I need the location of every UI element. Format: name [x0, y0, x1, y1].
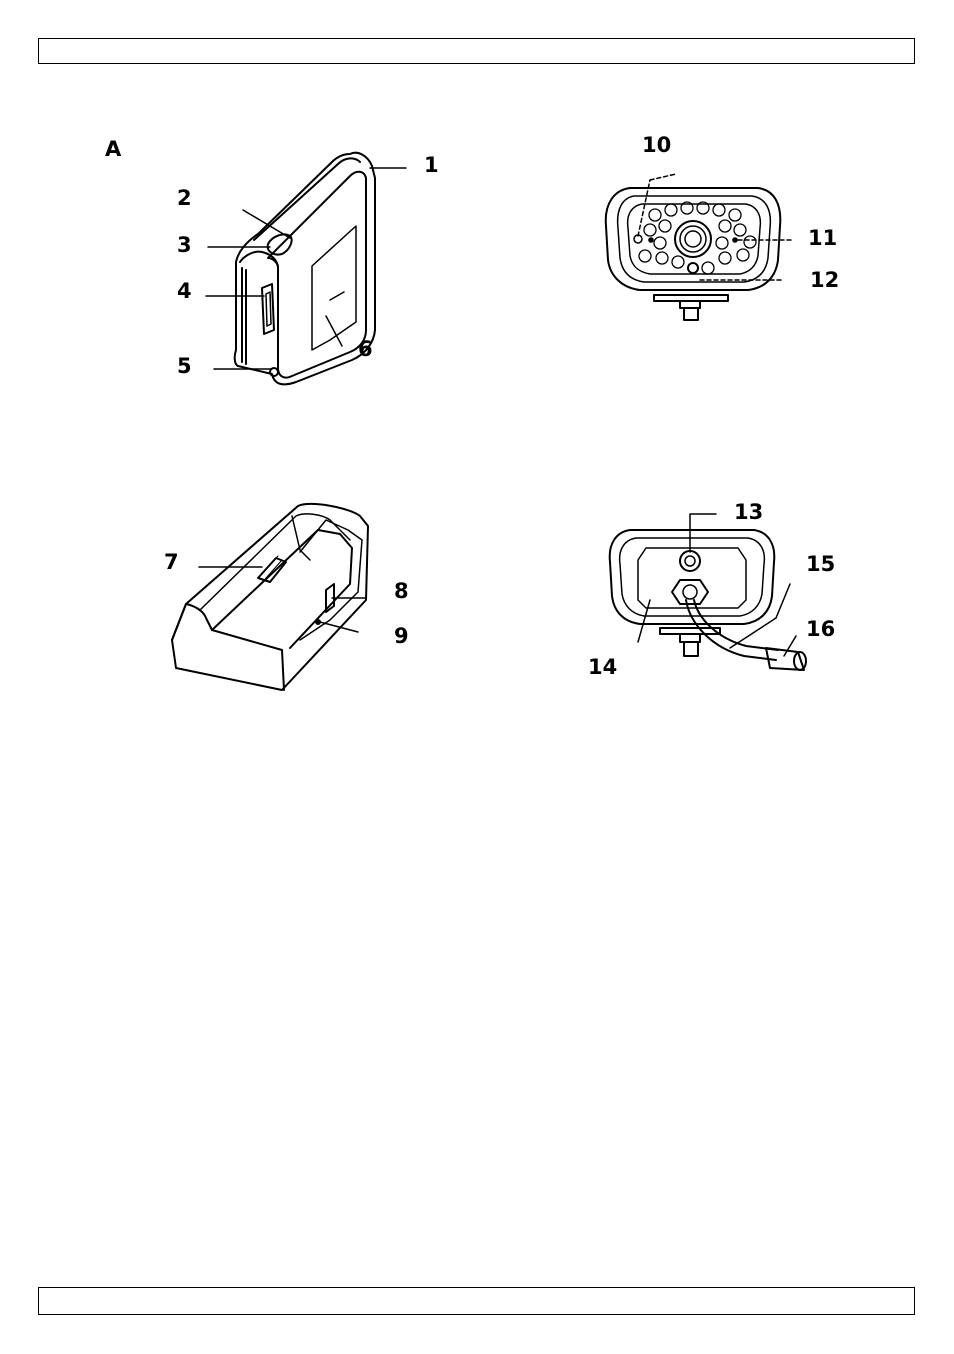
camera-back-illustration: [610, 530, 806, 670]
callout-13: 13: [734, 500, 763, 524]
camera-front-illustration: [606, 188, 781, 320]
callout-15: 15: [806, 552, 835, 576]
callout-16: 16: [806, 617, 835, 641]
callout-3: 3: [177, 233, 192, 257]
callout-7: 7: [164, 550, 179, 574]
callout-11: 11: [808, 226, 837, 250]
monitor-illustration: [235, 153, 375, 385]
callout-4: 4: [177, 279, 192, 303]
charging-cradle-leader-lines: [199, 567, 366, 632]
callout-5: 5: [177, 354, 192, 378]
callout-9: 9: [394, 624, 409, 648]
section-label: A: [105, 137, 122, 161]
callout-6: 6: [358, 337, 373, 361]
callout-8: 8: [394, 579, 409, 603]
callout-10: 10: [642, 133, 671, 157]
callout-14: 14: [588, 655, 617, 679]
callout-2: 2: [177, 186, 192, 210]
callout-12: 12: [810, 268, 839, 292]
callout-1: 1: [424, 153, 439, 177]
charging-cradle-illustration: [172, 504, 368, 690]
